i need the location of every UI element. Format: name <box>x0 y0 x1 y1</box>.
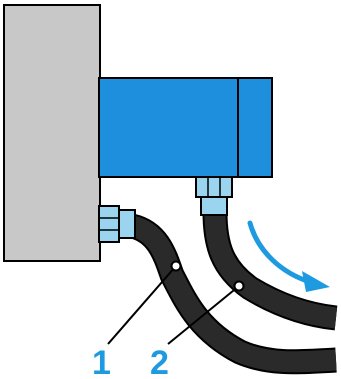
fitting-side <box>98 205 136 243</box>
callout-leader-1 <box>107 260 182 345</box>
fitting-bottom <box>195 176 233 216</box>
hose-2 <box>202 211 338 331</box>
callout-label-1: 1 <box>92 344 111 379</box>
flow-direction-arrow <box>247 220 330 292</box>
machine-housing <box>3 4 101 262</box>
callout-label-2: 2 <box>150 344 169 379</box>
hose-1 <box>128 213 337 375</box>
callout-leader-2 <box>167 280 245 345</box>
valve-block <box>98 77 273 178</box>
